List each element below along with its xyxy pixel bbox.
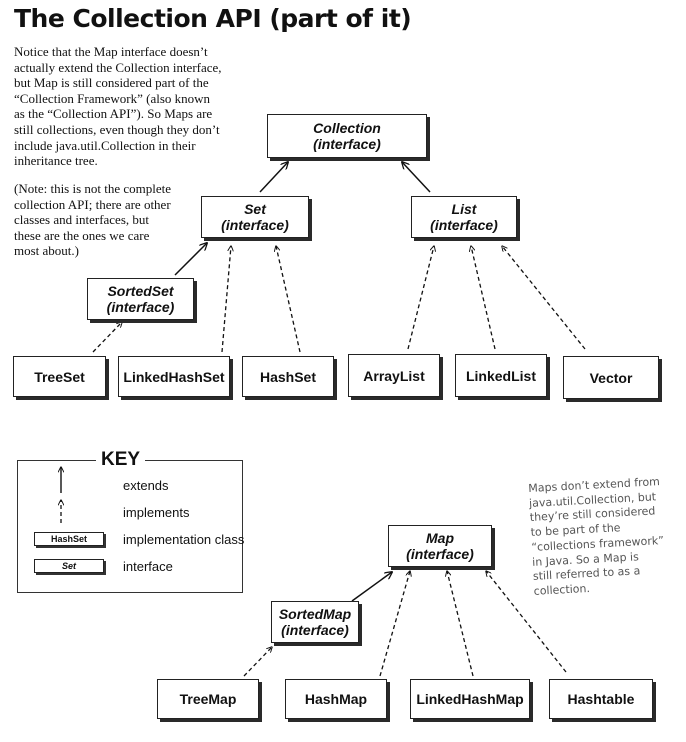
implements-arrow-vector-list xyxy=(502,246,586,350)
aside-line: classes and interfaces, but xyxy=(14,212,150,228)
page-title: The Collection API (part of it) xyxy=(14,4,412,33)
set-label: Set xyxy=(244,201,266,217)
linkedhashset-label: LinkedHashSet xyxy=(123,368,225,385)
aside-line: (Note: this is not the complete xyxy=(14,181,172,196)
key-implementation-class-label: implementation class xyxy=(123,532,245,547)
map-interface-box: Map (interface) xyxy=(388,525,492,567)
intro-paragraph: Notice that the Map interface doesn’t ac… xyxy=(14,44,222,169)
map-label: Map xyxy=(426,530,454,546)
intro-line: still collections, even though they don’… xyxy=(14,121,220,137)
hashset-label: HashSet xyxy=(259,368,317,385)
arraylist-label: ArrayList xyxy=(363,367,425,384)
extends-arrow-sortedset-set xyxy=(174,243,207,276)
linkedhashset-class-box: LinkedHashSet xyxy=(118,356,230,397)
treeset-label: TreeSet xyxy=(34,368,85,385)
intro-line: inheritance tree. xyxy=(14,153,98,169)
vector-class-box: Vector xyxy=(563,356,659,399)
sortedset-label: SortedSet xyxy=(107,283,174,299)
list-label: List xyxy=(451,201,477,217)
linkedhashmap-class-box: LinkedHashMap xyxy=(410,679,530,719)
aside-paragraph: (Note: this is not the complete collecti… xyxy=(14,181,171,259)
aside-line: these are the ones we care xyxy=(14,227,150,243)
key-class-sample-box: HashSet xyxy=(34,532,104,546)
intro-line: actually extend the Collection interface… xyxy=(14,59,222,75)
linkedlist-label: LinkedList xyxy=(465,367,536,384)
implements-arrow-treeset-sortedset xyxy=(92,322,122,353)
set-interface-box: Set (interface) xyxy=(201,196,309,238)
note-line: collection. xyxy=(533,581,591,598)
extends-arrow-list-collection xyxy=(402,162,431,193)
implements-arrow-hashtable-map xyxy=(486,571,567,673)
aside-line: most about.) xyxy=(14,243,79,259)
sortedmap-interface-box: SortedMap (interface) xyxy=(271,601,359,643)
key-interface-sample-box: Set xyxy=(34,559,104,573)
implements-arrow-linkedhashmap-map xyxy=(447,571,474,677)
sortedset-interface-box: SortedSet (interface) xyxy=(87,278,194,320)
intro-line: Notice that the Map interface doesn’t xyxy=(14,44,208,59)
linkedhashmap-label: LinkedHashMap xyxy=(416,691,524,707)
implements-arrow-treemap-sortedmap xyxy=(243,647,272,677)
intro-line: “Collection Framework” (also known xyxy=(14,90,211,106)
key-title: KEY xyxy=(96,449,146,471)
hashtable-class-box: Hashtable xyxy=(549,679,653,719)
key-implements-label: implements xyxy=(123,505,190,520)
collection-interface-box: Collection (interface) xyxy=(267,114,427,158)
hashmap-class-box: HashMap xyxy=(285,679,387,719)
list-interface-box: List (interface) xyxy=(411,196,517,238)
key-interface-label: interface xyxy=(123,559,173,574)
extends-arrow-set-collection xyxy=(259,162,288,193)
arraylist-class-box: ArrayList xyxy=(348,354,440,397)
interface-tag: (interface) xyxy=(281,622,349,638)
interface-tag: (interface) xyxy=(313,136,381,152)
intro-line: but Map is still considered part of the xyxy=(14,75,209,91)
treemap-label: TreeMap xyxy=(179,691,237,707)
treemap-class-box: TreeMap xyxy=(157,679,259,719)
implements-arrow-linkedlist-list xyxy=(471,246,496,350)
key-extends-label: extends xyxy=(123,478,169,493)
extends-arrow-sortedmap-map xyxy=(351,572,392,602)
hashtable-label: Hashtable xyxy=(567,691,635,707)
intro-line: include java.util.Collection in their xyxy=(14,137,196,153)
map-note: Maps don’t extend from java.util.Collect… xyxy=(528,474,684,599)
collection-label: Collection xyxy=(313,120,381,136)
interface-tag: (interface) xyxy=(221,217,289,233)
sortedmap-label: SortedMap xyxy=(278,606,352,622)
hashmap-label: HashMap xyxy=(304,691,368,707)
treeset-class-box: TreeSet xyxy=(13,356,106,397)
hashset-class-box: HashSet xyxy=(242,356,334,397)
vector-label: Vector xyxy=(589,369,633,386)
implements-arrow-hashmap-map xyxy=(379,571,410,677)
implements-arrow-arraylist-list xyxy=(407,246,434,350)
intro-line: as the “Collection API”). So Maps are xyxy=(14,106,213,122)
key-class-sample-label: HashSet xyxy=(50,534,87,544)
aside-line: collection API; there are other xyxy=(14,196,171,212)
interface-tag: (interface) xyxy=(106,299,175,315)
implements-arrow-linkedhashset-set xyxy=(221,246,231,353)
interface-tag: (interface) xyxy=(406,546,474,562)
interface-tag: (interface) xyxy=(430,217,498,233)
implements-arrow-hashset-set xyxy=(276,246,301,353)
key-interface-sample-label: Set xyxy=(61,561,76,571)
linkedlist-class-box: LinkedList xyxy=(455,354,547,397)
